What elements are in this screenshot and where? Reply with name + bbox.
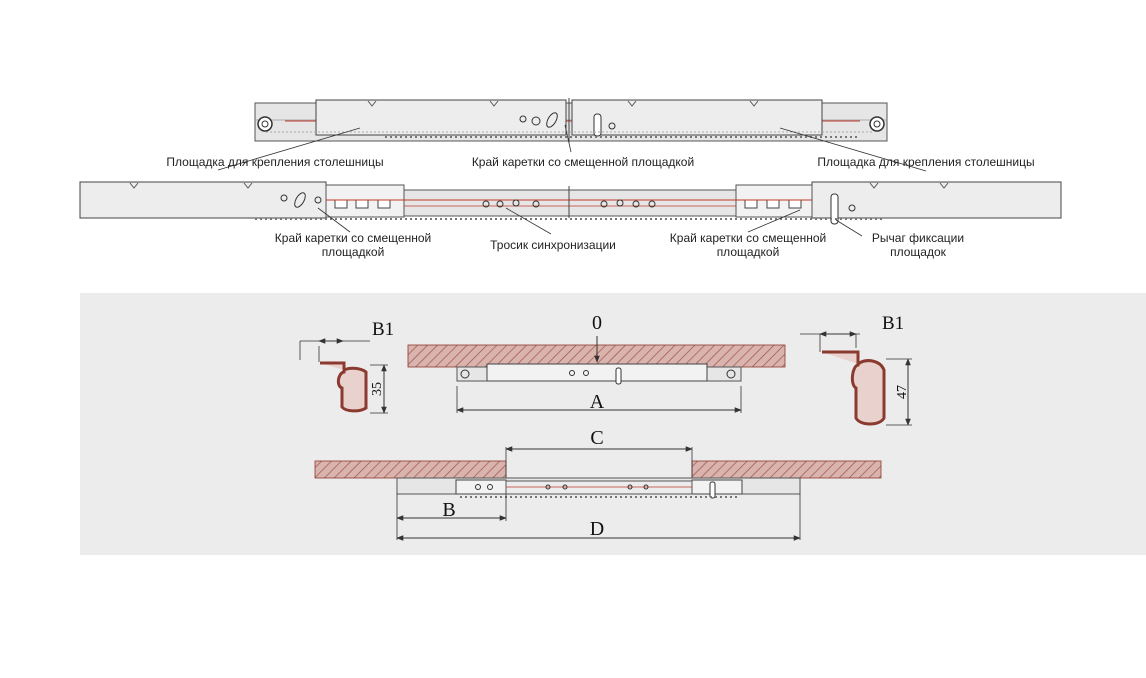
label-sync-cable: Тросик синхронизации (490, 238, 616, 252)
dim-b1-right: B1 (882, 313, 904, 334)
assembly-extended (314, 446, 882, 541)
profile-right-47 (800, 331, 912, 426)
label-carriage-edge-right-line2: площадкой (717, 245, 780, 259)
dim-height-35: 35 (370, 382, 385, 396)
label-lock-lever-line1: Рычаг фиксации (872, 231, 964, 245)
dim-height-47: 47 (895, 385, 910, 399)
label-lock-lever-line2: площадок (890, 245, 947, 259)
dim-zero: 0 (592, 312, 602, 334)
label-tabletop-mount-right: Площадка для крепления столешницы (817, 155, 1034, 169)
slide-closed-view (254, 98, 888, 143)
dim-b1-left: B1 (372, 319, 394, 340)
profile-left-35 (299, 338, 388, 414)
top-leader-lines (217, 124, 927, 172)
dimensions-panel (80, 293, 1146, 555)
dim-c: C (590, 427, 603, 449)
label-carriage-edge-left-line1: Край каретки со смещенной (275, 231, 431, 245)
label-carriage-edge-right-line1: Край каретки со смещенной (670, 231, 826, 245)
slide-extended-view (79, 181, 1062, 225)
label-carriage-edge-left-line2: площадкой (322, 245, 385, 259)
dim-a: A (590, 391, 605, 413)
label-tabletop-mount-left: Площадка для крепления столешницы (166, 155, 383, 169)
dim-d: D (590, 518, 604, 540)
label-carriage-edge-top: Край каретки со смещенной площадкой (472, 155, 694, 169)
dim-b: B (442, 499, 455, 521)
assembly-closed (407, 336, 786, 413)
middle-leader-lines (317, 207, 863, 237)
